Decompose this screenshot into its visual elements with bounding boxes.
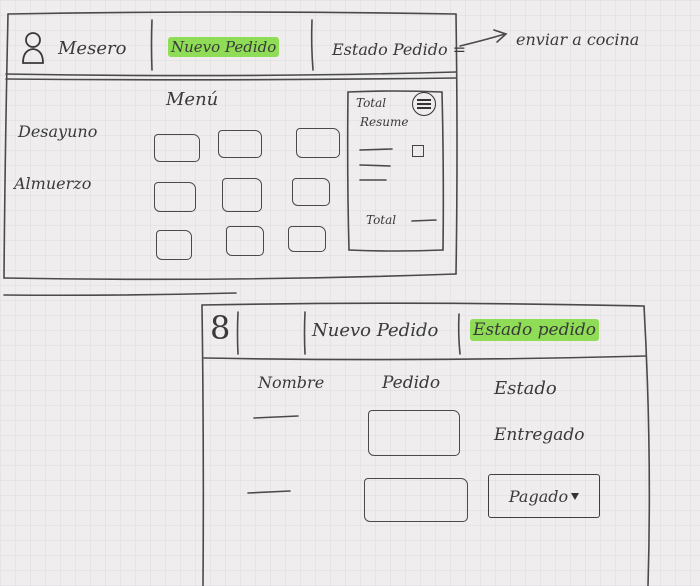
menu-item-box[interactable] (296, 128, 340, 158)
pedido-box[interactable] (364, 478, 468, 522)
menu-item-box[interactable] (156, 230, 192, 260)
total-label-top: Total (356, 96, 387, 110)
menu-item-box[interactable] (292, 178, 330, 206)
menu-item-box[interactable] (154, 182, 196, 212)
menu-item-box[interactable] (226, 226, 264, 256)
screen-number-icon: 8 (210, 309, 231, 347)
category-almuerzo[interactable]: Almuerzo (14, 174, 92, 193)
tab-nuevo-pedido[interactable]: Nuevo Pedido (168, 37, 280, 57)
hamburger-menu-icon[interactable] (412, 92, 436, 116)
menu-item-box[interactable] (154, 134, 200, 162)
estado-dropdown-value: Pagado (508, 486, 569, 506)
tab-estado-pedido[interactable]: Estado Pedido = (332, 42, 466, 58)
pedido-box[interactable] (368, 410, 460, 456)
resume-label: Resume (360, 115, 409, 129)
category-desayuno[interactable]: Desayuno (18, 122, 98, 141)
total-label-bottom: Total (366, 213, 397, 227)
menu-title: Menú (166, 89, 219, 110)
tab-estado-pedido-2[interactable]: Estado pedido (470, 319, 600, 341)
tab-estado-pedido-label: Estado Pedido (332, 40, 448, 59)
menu-item-box[interactable] (222, 178, 262, 212)
user-label[interactable]: Mesero (58, 38, 127, 59)
tab-estado-pedido-2-label: Estado pedido (470, 319, 600, 341)
chevron-down-icon (571, 492, 580, 500)
estado-dropdown[interactable]: Pagado (488, 474, 600, 518)
menu-item-box[interactable] (218, 130, 262, 158)
tab-nuevo-pedido-label: Nuevo Pedido (168, 37, 280, 57)
menu-item-box[interactable] (288, 226, 326, 252)
column-header-pedido: Pedido (382, 373, 441, 393)
equals-icon: = (447, 40, 467, 59)
column-header-nombre: Nombre (258, 373, 325, 392)
user-icon[interactable] (20, 30, 46, 66)
column-header-estado: Estado (494, 378, 557, 399)
annotation-enviar-a-cocina: enviar a cocina (516, 30, 640, 49)
tab-nuevo-pedido-2[interactable]: Nuevo Pedido (312, 320, 439, 341)
checkbox[interactable] (412, 145, 424, 157)
estado-value: Entregado (494, 425, 585, 445)
